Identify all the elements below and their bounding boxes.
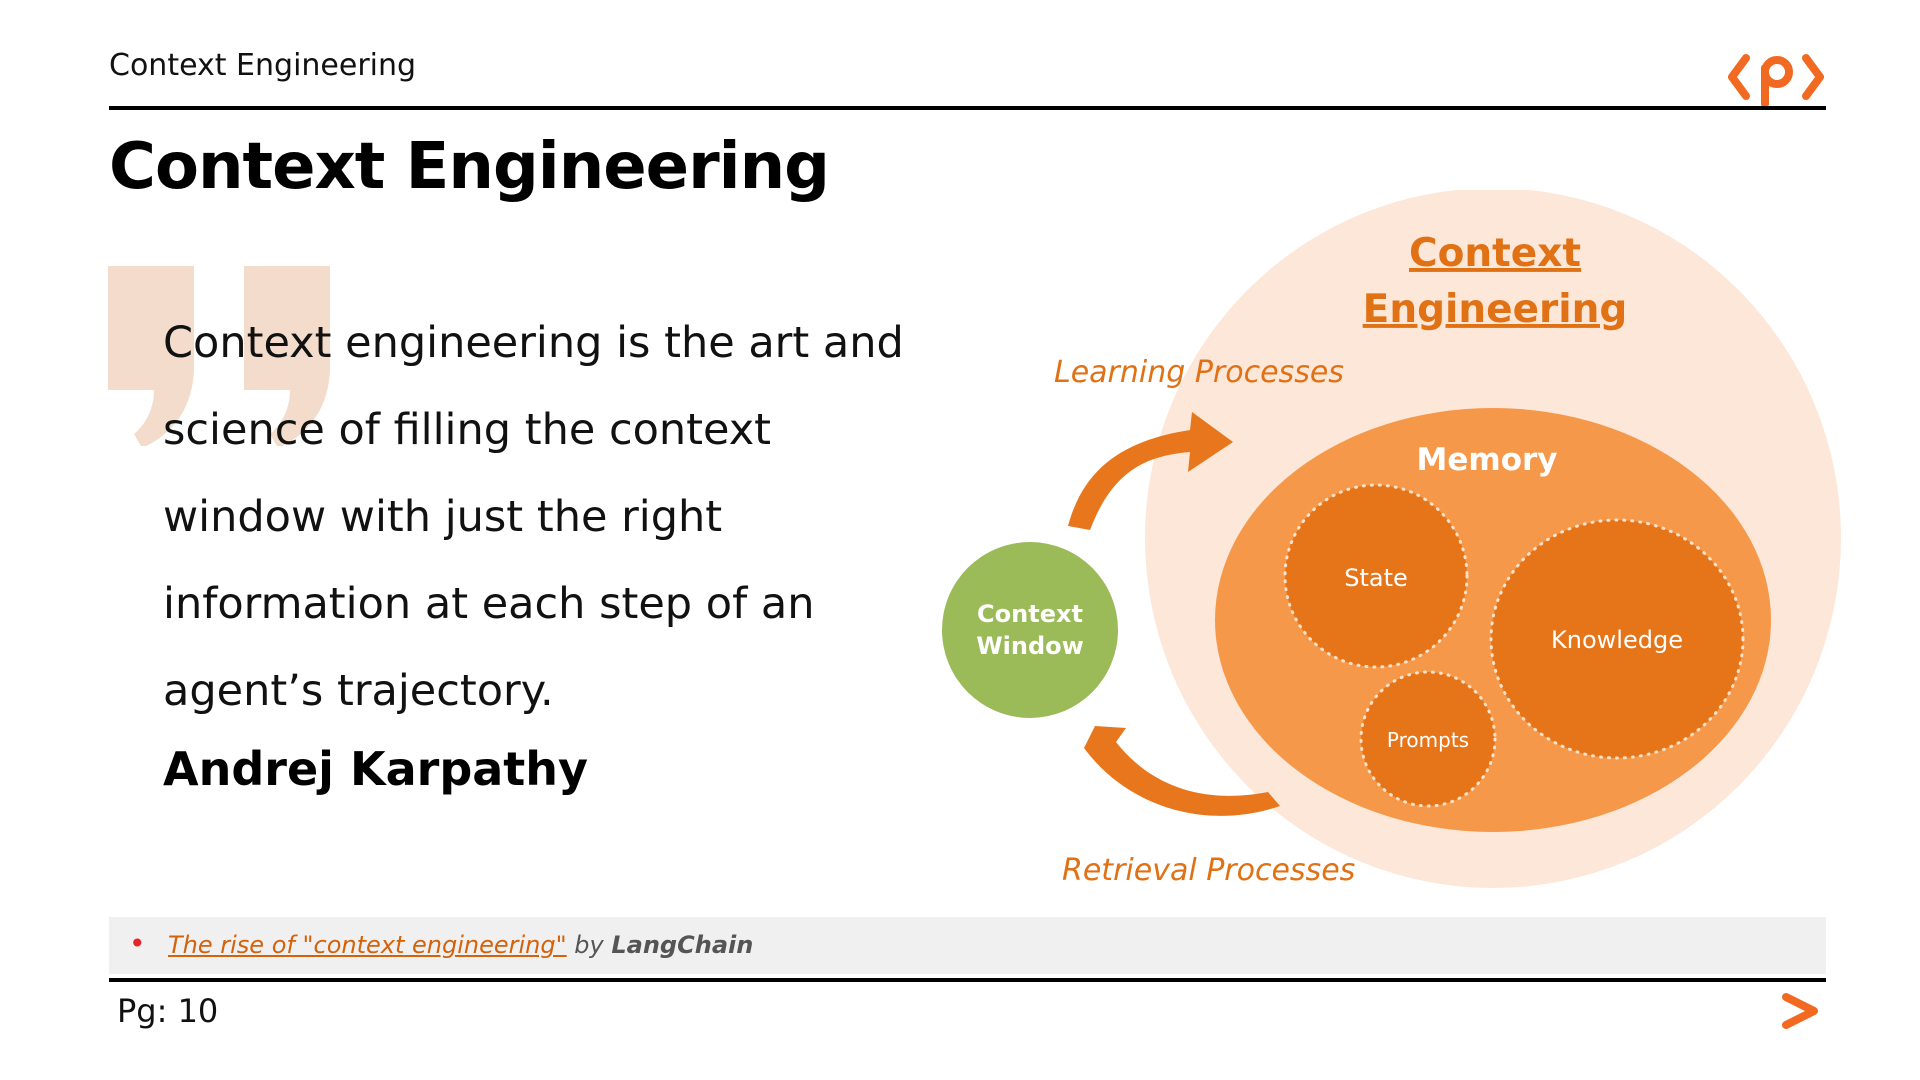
quote-author: Andrej Karpathy — [163, 742, 589, 796]
prompts-label: Prompts — [1387, 728, 1469, 752]
source-citation: The rise of "context engineering" by Lan… — [168, 931, 753, 959]
learning-arrow-icon — [1068, 412, 1233, 530]
context-engineering-title: Context — [1409, 231, 1581, 276]
quote-line: science of filling the context — [163, 405, 772, 455]
context-window-circle — [942, 542, 1118, 718]
quote-line: window with just the right — [163, 492, 723, 542]
state-circle — [1283, 483, 1469, 669]
state-label: State — [1344, 564, 1408, 592]
page-title: Context Engineering — [109, 130, 830, 204]
source-by-text: by — [566, 931, 612, 959]
quote-line: agent’s trajectory. — [163, 666, 554, 716]
prompts-circle — [1359, 670, 1497, 808]
pushpin-icon: • — [129, 927, 146, 960]
next-slide-icon[interactable] — [1780, 991, 1820, 1031]
context-engineering-title: Engineering — [1363, 287, 1628, 332]
context-window-label: Context — [977, 600, 1083, 628]
memory-label: Memory — [1417, 442, 1558, 478]
source-bar: • The rise of "context engineering" by L… — [109, 917, 1826, 974]
quote-text: Context engineering is the art and scien… — [163, 300, 923, 735]
knowledge-circle — [1489, 518, 1745, 760]
source-author: LangChain — [611, 931, 754, 959]
footer-divider — [109, 978, 1826, 982]
header-divider — [109, 106, 1826, 110]
learning-processes-label: Learning Processes — [1054, 355, 1344, 390]
retrieval-processes-label: Retrieval Processes — [1062, 853, 1355, 888]
quote-line: information at each step of an — [163, 579, 815, 629]
header-title: Context Engineering — [109, 48, 417, 83]
packt-logo-icon[interactable] — [1726, 46, 1826, 108]
context-engineering-diagram: Context Engineering Memory State Knowled… — [942, 190, 1841, 888]
quotation-mark-icon — [108, 266, 330, 446]
context-window-label: Window — [976, 632, 1084, 660]
retrieval-arrow-icon — [1084, 726, 1280, 816]
page-number: Pg: 10 — [117, 992, 219, 1030]
source-link[interactable]: The rise of "context engineering" — [168, 931, 567, 959]
quote-line: Context engineering is the art and — [163, 318, 904, 368]
knowledge-label: Knowledge — [1551, 626, 1683, 654]
